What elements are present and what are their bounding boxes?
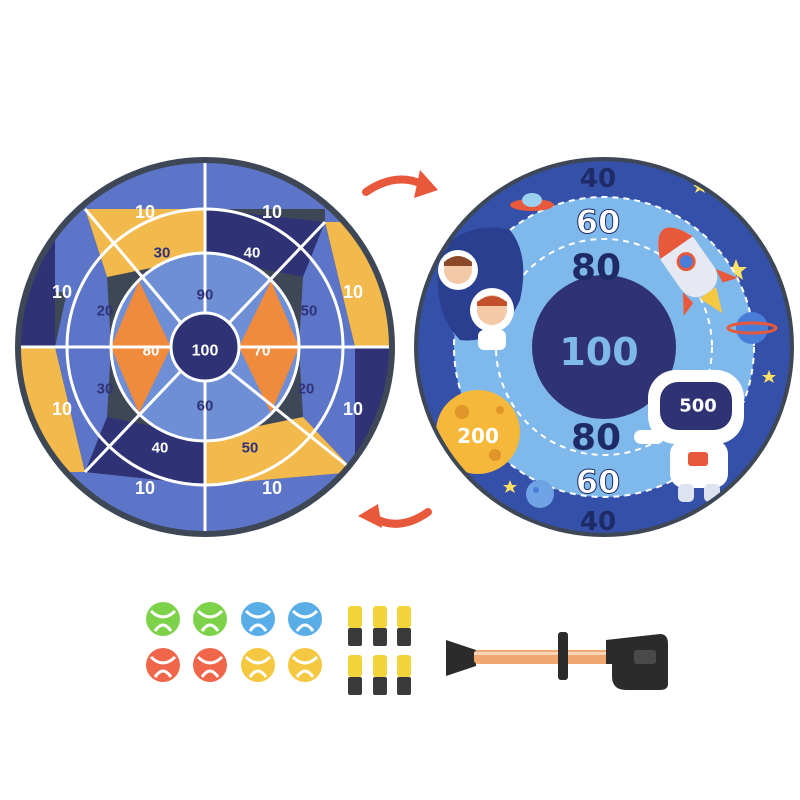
sticky-ball-yellow xyxy=(288,648,322,682)
score-planet: 200 xyxy=(457,424,499,448)
outer-score-label: 10 xyxy=(343,282,363,302)
astronaut-robot-illustration xyxy=(634,370,744,502)
foam-dart xyxy=(348,655,362,695)
inner-score-label: 90 xyxy=(197,287,214,304)
middle-score-label: 50 xyxy=(242,440,259,457)
outer-score-label: 10 xyxy=(52,282,72,302)
ringed-planet-illustration xyxy=(726,312,778,344)
middle-score-label: 30 xyxy=(154,245,171,262)
middle-score-label: 40 xyxy=(152,440,169,457)
yellow-planet-illustration xyxy=(436,390,520,474)
left-dartboard: 10 10 10 10 10 10 10 10 30 40 50 20 50 40 30 20 90 70 60 80… xyxy=(15,157,395,537)
sticky-ball-blue xyxy=(288,602,322,636)
sticky-ball-blue xyxy=(241,602,275,636)
center-target xyxy=(532,275,676,419)
bullseye xyxy=(171,313,239,381)
foam-dart xyxy=(348,606,362,646)
astronaut-kids-illustration xyxy=(437,227,524,350)
score-upper-80: 80 xyxy=(571,248,621,289)
middle-score-label: 20 xyxy=(298,381,315,398)
score-upper-60: 60 xyxy=(576,203,621,241)
sticky-ball-green xyxy=(146,602,180,636)
score-bottom-partial: 40 xyxy=(580,507,616,537)
middle-score-label: 20 xyxy=(97,303,114,320)
center-score-label: 100 xyxy=(192,343,219,360)
sticky-ball-green xyxy=(193,602,227,636)
arrow-left-icon xyxy=(358,504,432,528)
dart-launcher xyxy=(446,632,668,690)
rotate-arrows xyxy=(358,170,438,528)
sticky-ball-red xyxy=(193,648,227,682)
outer-score-label: 10 xyxy=(135,202,155,222)
foam-dart xyxy=(373,606,387,646)
outer-score-label: 10 xyxy=(262,478,282,498)
middle-score-label: 30 xyxy=(97,381,114,398)
launcher-ring xyxy=(558,632,568,680)
divider-line xyxy=(228,369,356,474)
sticky-ball-red xyxy=(146,648,180,682)
inner-score-label: 80 xyxy=(143,343,160,360)
divider-line xyxy=(227,220,327,325)
launcher-muzzle xyxy=(446,640,476,676)
right-dartboard: 40 60 80 100 500 200 80 60 40 xyxy=(414,157,794,537)
sticky-balls xyxy=(146,602,322,682)
inner-score-label: 60 xyxy=(197,398,214,415)
score-top-partial: 40 xyxy=(580,164,616,194)
foam-dart xyxy=(373,655,387,695)
outer-score-label: 10 xyxy=(343,399,363,419)
foam-darts xyxy=(348,606,411,695)
divider-line xyxy=(83,369,183,474)
foam-dart xyxy=(397,655,411,695)
sticky-ball-yellow xyxy=(241,648,275,682)
score-center: 100 xyxy=(559,330,638,374)
divider-line xyxy=(83,208,183,324)
inner-score-label: 70 xyxy=(254,343,271,360)
ufo-illustration xyxy=(510,193,554,211)
score-lower-60: 60 xyxy=(576,463,621,501)
outer-score-label: 10 xyxy=(262,202,282,222)
middle-score-label: 50 xyxy=(301,303,318,320)
outer-score-label: 10 xyxy=(52,399,72,419)
outer-score-label: 10 xyxy=(135,478,155,498)
score-lower-80: 80 xyxy=(571,418,621,459)
arrow-right-icon xyxy=(362,170,438,198)
small-planet-illustration xyxy=(526,480,554,508)
score-astronaut: 500 xyxy=(679,396,717,417)
foam-dart xyxy=(397,606,411,646)
rocket-illustration xyxy=(658,227,738,316)
middle-sector xyxy=(55,209,111,347)
middle-score-label: 40 xyxy=(244,245,261,262)
